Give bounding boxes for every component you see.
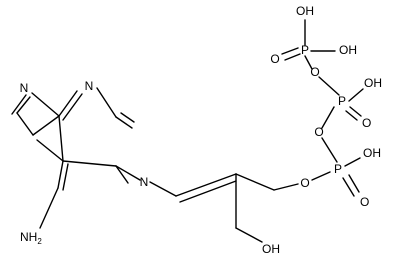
bond	[11, 94, 27, 115]
bond	[120, 112, 135, 123]
bond	[36, 139, 64, 162]
bond	[345, 110, 358, 121]
bond	[342, 177, 355, 197]
bond	[273, 183, 299, 191]
bond	[179, 180, 237, 203]
bond	[318, 76, 340, 96]
bond	[16, 96, 31, 114]
bond	[62, 160, 117, 167]
bond	[235, 173, 275, 191]
bond	[115, 165, 129, 184]
atom-label-p-beta-oxo: O	[362, 116, 371, 130]
atom-label-bridge-o2: O	[310, 65, 319, 79]
atom-label-p-gamma-oh-top: OH	[296, 4, 314, 18]
bond	[311, 171, 331, 181]
bond	[62, 163, 69, 191]
purine-ring-system	[11, 87, 141, 229]
atom-label-p-gamma-oh-right: OH	[339, 43, 357, 57]
bond	[321, 137, 338, 163]
bond	[58, 90, 78, 117]
bond	[115, 116, 133, 129]
bond	[16, 112, 34, 136]
bond	[284, 53, 301, 61]
bond	[39, 187, 59, 229]
bond	[115, 165, 141, 181]
atom-label-bridge-o1: O	[314, 125, 323, 139]
bond	[149, 181, 177, 197]
bond	[348, 88, 364, 102]
bond	[321, 106, 335, 129]
bond	[349, 106, 362, 117]
bond	[175, 173, 237, 197]
atom-label-amino: NH2	[20, 230, 42, 246]
atom-label-p-beta: P	[338, 94, 346, 108]
bond	[348, 174, 360, 193]
triphosphate-chain	[281, 19, 364, 197]
atom-label-p-alpha-oh: OH	[363, 146, 381, 160]
atom-label-n1: N	[140, 175, 149, 189]
bond	[344, 157, 361, 167]
bond	[235, 227, 263, 243]
side-chain	[149, 173, 299, 243]
atom-label-p-gamma-oxo: O	[270, 52, 279, 66]
bond	[57, 160, 64, 189]
atom-label-ester-o: O	[300, 176, 309, 190]
bond	[32, 115, 60, 136]
bond	[304, 55, 313, 70]
atom-labels: N N N NH2 OH O P OH O O P OH O O P OH OH…	[20, 4, 382, 256]
bond	[31, 92, 60, 117]
bond	[62, 93, 83, 121]
bond	[96, 87, 117, 118]
bond	[58, 115, 64, 162]
atom-label-p-gamma: P	[301, 43, 309, 57]
atom-label-p-alpha: P	[334, 162, 342, 176]
bond	[281, 47, 299, 55]
atom-label-p-alpha-oxo: O	[360, 195, 369, 209]
atom-label-p-beta-oh: OH	[364, 76, 382, 90]
atom-label-n-pyrimidine: N	[85, 79, 94, 93]
atom-label-hydroxyl: OH	[262, 242, 280, 256]
atom-label-n-imidazole: N	[20, 81, 29, 95]
